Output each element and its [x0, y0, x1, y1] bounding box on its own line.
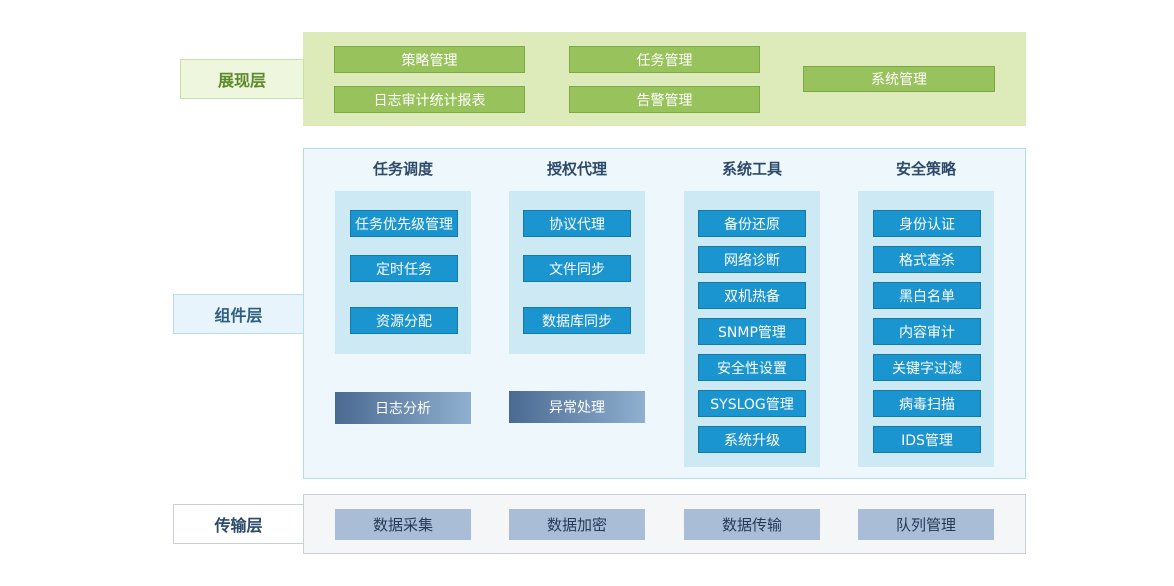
task-priority-management-button[interactable]: 任务优先级管理	[350, 210, 458, 237]
strategy-management-button[interactable]: 策略管理	[334, 46, 525, 73]
content-audit-button[interactable]: 内容审计	[873, 318, 981, 345]
queue-management-button[interactable]: 队列管理	[858, 509, 994, 540]
snmp-management-button[interactable]: SNMP管理	[698, 318, 806, 345]
data-collection-button[interactable]: 数据采集	[335, 509, 471, 540]
log-analysis-button[interactable]: 日志分析	[335, 392, 471, 424]
log-audit-report-button[interactable]: 日志审计统计报表	[334, 86, 525, 113]
black-white-list-button[interactable]: 黑白名单	[873, 282, 981, 309]
keyword-filter-button[interactable]: 关键字过滤	[873, 354, 981, 381]
system-upgrade-button[interactable]: 系统升级	[698, 426, 806, 453]
component-layer-label: 组件层	[173, 294, 304, 334]
exception-handling-button[interactable]: 异常处理	[509, 391, 645, 423]
column-title-authorization-proxy: 授权代理	[546, 159, 607, 178]
file-sync-button[interactable]: 文件同步	[523, 255, 631, 282]
dual-hot-standby-button[interactable]: 双机热备	[698, 282, 806, 309]
system-management-button[interactable]: 系统管理	[803, 66, 995, 92]
protocol-proxy-button[interactable]: 协议代理	[523, 210, 631, 237]
database-sync-button[interactable]: 数据库同步	[523, 307, 631, 334]
presentation-layer-label: 展现层	[180, 59, 304, 99]
syslog-management-button[interactable]: SYSLOG管理	[698, 390, 806, 417]
virus-scan-button[interactable]: 病毒扫描	[873, 390, 981, 417]
scheduled-task-button[interactable]: 定时任务	[350, 255, 458, 282]
column-title-task-scheduling: 任务调度	[372, 159, 433, 178]
task-management-button[interactable]: 任务管理	[569, 46, 760, 73]
data-encryption-button[interactable]: 数据加密	[509, 509, 645, 540]
alarm-management-button[interactable]: 告警管理	[569, 86, 760, 113]
column-title-system-tools: 系统工具	[721, 159, 782, 178]
identity-authentication-button[interactable]: 身份认证	[873, 210, 981, 237]
transport-layer-label: 传输层	[173, 504, 304, 544]
data-transmission-button[interactable]: 数据传输	[684, 509, 820, 540]
backup-restore-button[interactable]: 备份还原	[698, 210, 806, 237]
security-settings-button[interactable]: 安全性设置	[698, 354, 806, 381]
column-title-security-policy: 安全策略	[895, 159, 956, 178]
network-diagnosis-button[interactable]: 网络诊断	[698, 246, 806, 273]
resource-allocation-button[interactable]: 资源分配	[350, 307, 458, 334]
format-scan-button[interactable]: 格式查杀	[873, 246, 981, 273]
ids-management-button[interactable]: IDS管理	[873, 426, 981, 453]
